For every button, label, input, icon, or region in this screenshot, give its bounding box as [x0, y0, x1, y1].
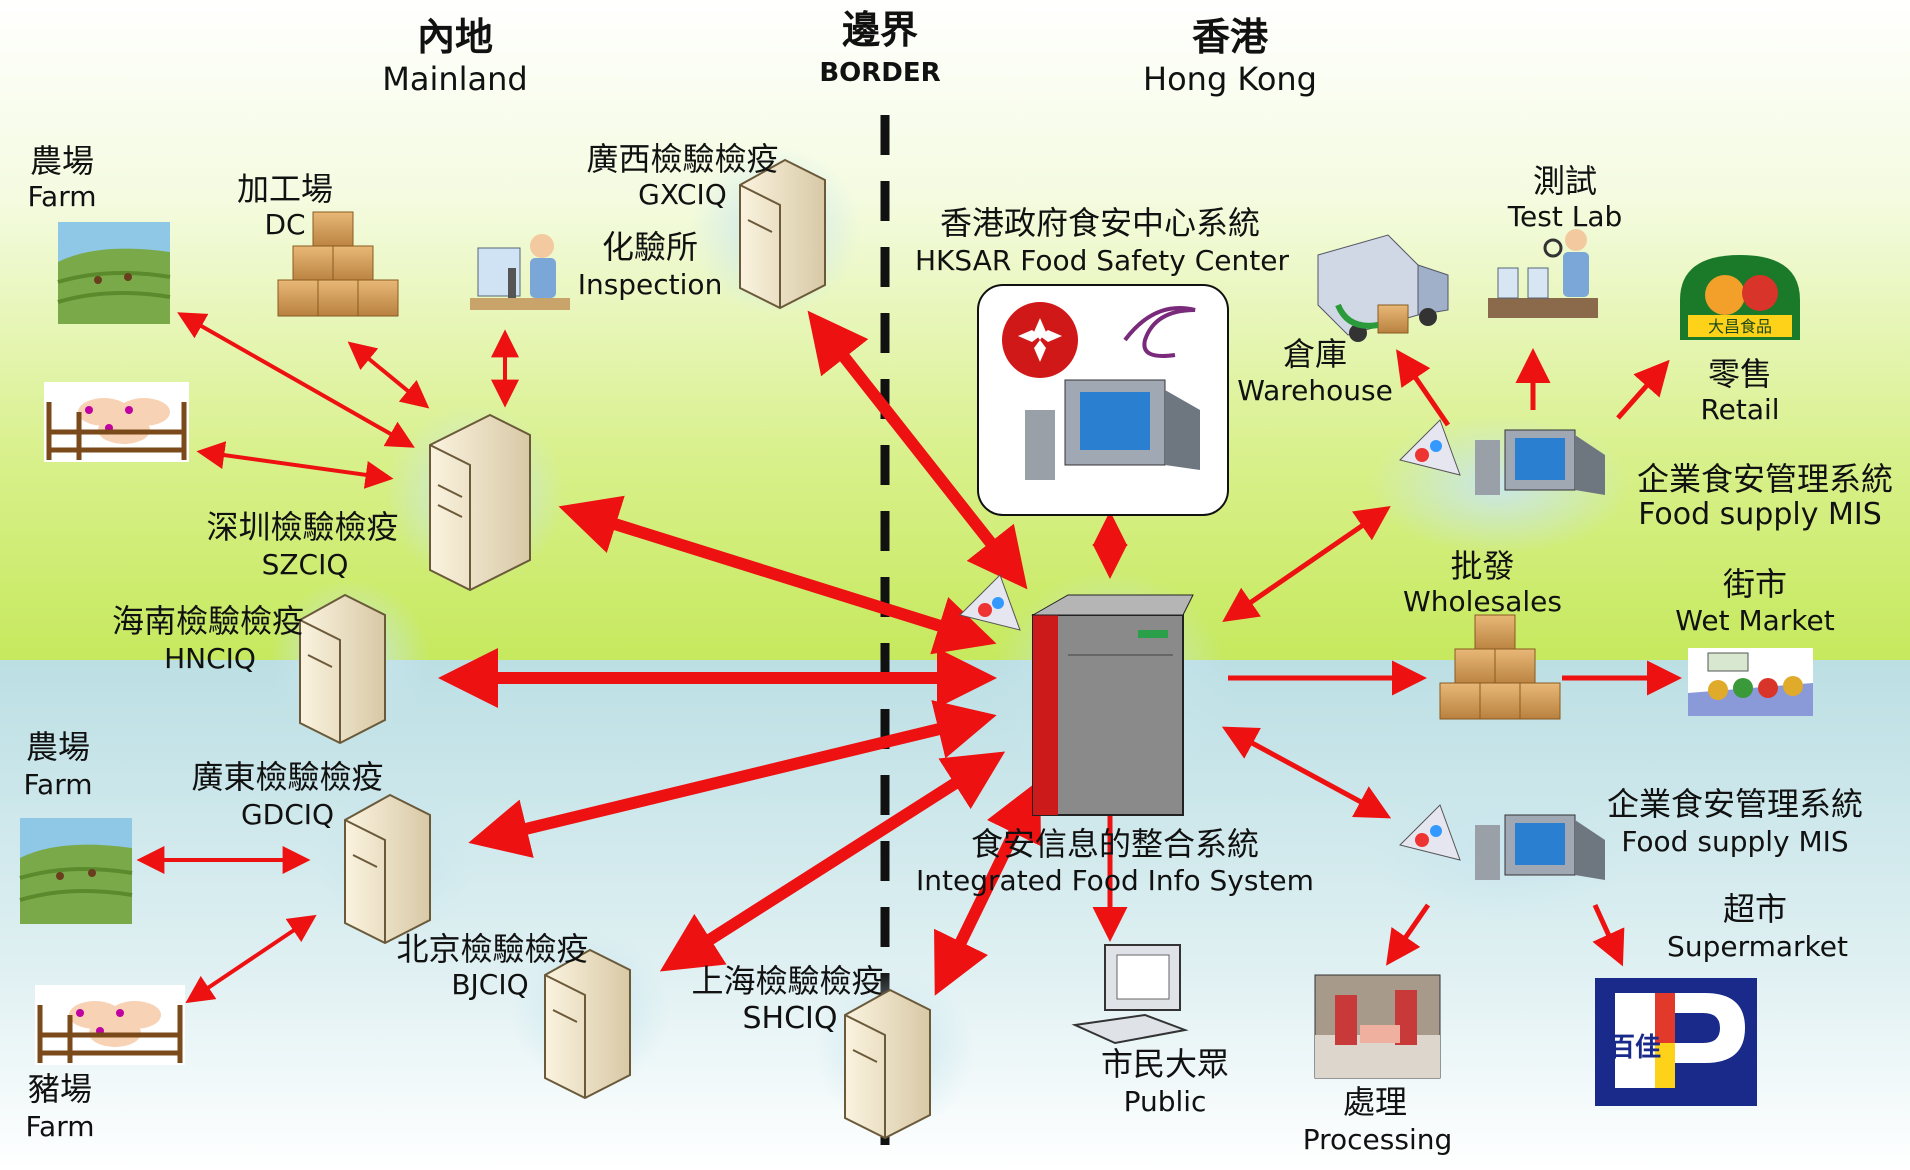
wet-market-en: Wet Market: [1675, 604, 1835, 637]
farm-top-zh: 農場: [29, 142, 94, 180]
farm-top-en: Farm: [27, 180, 97, 213]
processing-zh: 處理: [1342, 1083, 1407, 1121]
wholesales-en: Wholesales: [1403, 585, 1562, 618]
gdciq-en: GDCIQ: [240, 798, 335, 831]
hnciq-en: HNCIQ: [164, 642, 256, 675]
arrow-bjciq-integrated: [659, 751, 1006, 972]
mis-computer-bottom-icon: [1399, 804, 1605, 880]
server-gxciq-icon: [739, 158, 826, 310]
inspection-zh: 化驗所: [601, 228, 698, 266]
header-hk-en: Hong Kong: [1143, 60, 1317, 98]
integrated-zh: 食安信息的整合系統: [970, 825, 1259, 863]
mis-bottom-zh: 企業食安管理系統: [1606, 785, 1863, 823]
arrow-pigs-szciq: [196, 441, 394, 489]
mis-bottom-en: Food supply MIS: [1621, 825, 1849, 858]
pig-farm-en: Farm: [25, 1110, 95, 1143]
wet-market-zh: 街市: [1722, 565, 1787, 603]
arrow-mis-processing: [1386, 903, 1431, 966]
supermarket-logo-icon: 百佳: [1595, 978, 1757, 1106]
arrow-integrated-mis-bottom: [1221, 726, 1392, 819]
arrow-pigfarm-gdciq: [185, 914, 317, 1004]
pig-farm-zh: 豬場: [27, 1070, 92, 1108]
processing-photo: [1314, 974, 1441, 1079]
arrow-gdciq-integrated: [468, 700, 997, 858]
food-safety-center-zh: 香港政府食安中心系統: [939, 204, 1260, 242]
retail-logo-icon: 大昌食品: [1680, 255, 1800, 340]
palette-icon-integrated: [959, 574, 1021, 631]
warehouse-en: Warehouse: [1237, 374, 1393, 407]
wholesale-boxes-icon: [1439, 614, 1561, 720]
food-safety-center-box: [977, 284, 1229, 516]
public-en: Public: [1123, 1085, 1207, 1118]
inspection-en: Inspection: [577, 268, 723, 301]
e-government-logo-icon: [1123, 306, 1196, 358]
arrow-integrated-mis-top: [1222, 506, 1391, 622]
header-mainland-zh: 內地: [416, 15, 493, 59]
retail-zh: 零售: [1707, 355, 1772, 393]
shciq-en: SHCIQ: [742, 1001, 838, 1036]
header-border-zh: 邊界: [841, 8, 918, 52]
lab-technician-icon: [470, 234, 570, 310]
szciq-en: SZCIQ: [261, 548, 349, 581]
supermarket-logo-text: 百佳: [1609, 1033, 1661, 1063]
computer-icon: [1025, 379, 1200, 480]
arrow-dc-szciq: [347, 341, 430, 409]
server-shciq-icon: [844, 988, 931, 1140]
public-zh: 市民大眾: [1100, 1045, 1229, 1083]
test-lab-icon: [1488, 229, 1598, 318]
wholesales-zh: 批發: [1450, 547, 1515, 585]
header-border-en: BORDER: [819, 58, 941, 88]
arrow-mis-retail: [1616, 359, 1670, 420]
arrow-mis-warehouse: [1396, 349, 1451, 427]
farm-mid-zh: 農場: [25, 728, 90, 766]
pig-pen-icon: [44, 382, 189, 462]
test-lab-zh: 測試: [1532, 162, 1597, 200]
test-lab-en: Test Lab: [1507, 200, 1623, 233]
dc-en: DC: [264, 208, 306, 241]
processing-en: Processing: [1302, 1123, 1453, 1156]
dc-zh: 加工場: [236, 170, 333, 208]
gxciq-en: GXCIQ: [638, 178, 727, 211]
szciq-zh: 深圳檢驗檢疫: [206, 508, 399, 546]
integrated-server-icon: [1031, 594, 1194, 816]
arrow-gxciq-integrated: [807, 310, 1028, 590]
server-gdciq-icon: [344, 793, 431, 945]
integrated-en: Integrated Food Info System: [916, 864, 1314, 897]
food-safety-center-en: HKSAR Food Safety Center: [915, 244, 1289, 277]
warehouse-zh: 倉庫: [1282, 335, 1347, 373]
mis-computer-top-icon: [1399, 419, 1605, 495]
arrow-shciq-integrated: [934, 779, 1041, 996]
supermarket-en: Supermarket: [1667, 930, 1848, 963]
delivery-truck-icon: [1317, 234, 1449, 342]
server-bjciq-icon: [544, 948, 631, 1100]
gdciq-zh: 廣東檢驗檢疫: [191, 758, 384, 796]
hnciq-zh: 海南檢驗檢疫: [111, 602, 304, 640]
pig-farm-icon: [35, 985, 185, 1065]
arrow-mis-supermarket: [1592, 903, 1625, 967]
supermarket-zh: 超市: [1722, 890, 1787, 928]
gxciq-zh: 廣西檢驗檢疫: [586, 140, 779, 178]
server-szciq-icon: [429, 413, 531, 592]
farm-field-icon-lower: [19, 818, 133, 924]
mis-top-zh: 企業食安管理系統: [1636, 460, 1893, 498]
mis-top-en: Food supply MIS: [1638, 497, 1882, 532]
header-hk-zh: 香港: [1191, 15, 1268, 59]
farm-field-icon: [57, 222, 171, 324]
public-computer-icon: [1071, 944, 1189, 1045]
hk-emblem-icon: [1002, 302, 1078, 378]
wet-market-icon: [1688, 648, 1813, 716]
arrow-farm-szciq: [177, 312, 415, 448]
bjciq-en: BJCIQ: [451, 968, 529, 1001]
retail-en: Retail: [1700, 393, 1780, 426]
boxes-icon: [277, 211, 399, 317]
bjciq-zh: 北京檢驗檢疫: [396, 930, 589, 968]
shciq-zh: 上海檢驗檢疫: [691, 962, 884, 1000]
header-mainland-en: Mainland: [382, 60, 528, 98]
server-hnciq-icon: [299, 593, 386, 745]
arrow-szciq-integrated: [558, 495, 997, 655]
retail-logo-text: 大昌食品: [1708, 317, 1772, 336]
farm-mid-en: Farm: [23, 768, 93, 801]
